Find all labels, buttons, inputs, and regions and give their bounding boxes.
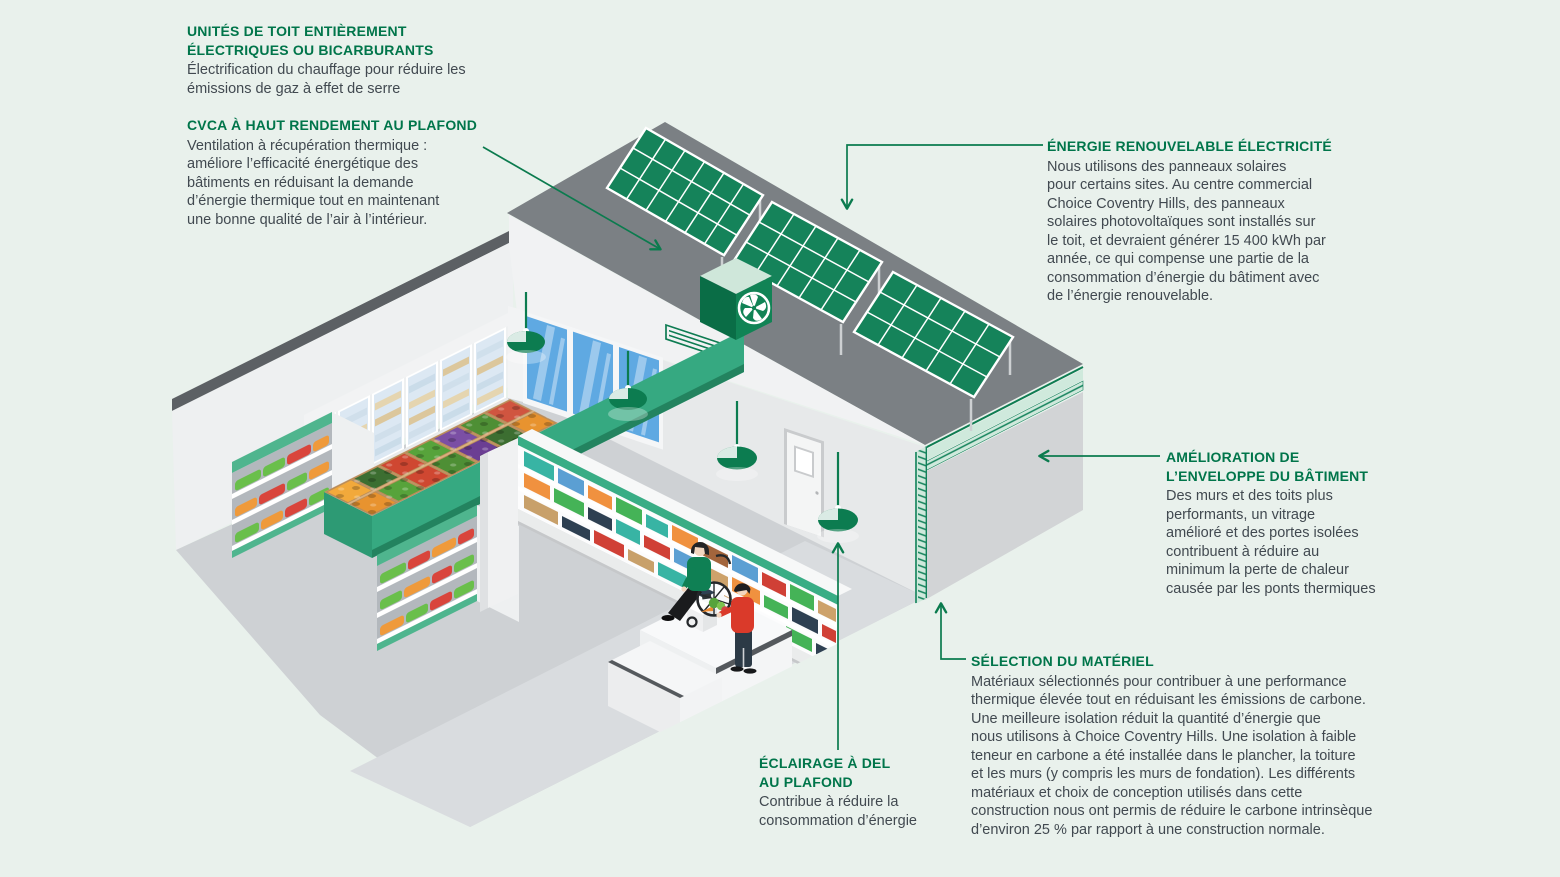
annotation-title: ÉCLAIRAGE À DEL AU PLAFOND xyxy=(759,755,891,790)
annotation-body: Des murs et des toits plus performants, … xyxy=(1166,488,1376,597)
annotation-hvac: CVCA À HAUT RENDEMENT AU PLAFOND Ventila… xyxy=(187,116,507,229)
annotation-body: Matériaux sélectionnés pour contribuer à… xyxy=(971,673,1373,838)
pendant-lamp-icon xyxy=(506,292,546,364)
rooftop-equipment xyxy=(605,126,1015,431)
annotation-title: AMÉLIORATION DE L’ENVELOPPE DU BÂTIMENT xyxy=(1166,449,1369,484)
annotation-title: UNITÉS DE TOIT ENTIÈREMENT ÉLECTRIQUES O… xyxy=(187,23,434,58)
customer xyxy=(716,583,757,674)
hvac-fan-icon xyxy=(737,291,771,325)
annotation-body: Électrification du chauffage pour réduir… xyxy=(187,62,466,97)
annotation-rooftop-units: UNITÉS DE TOIT ENTIÈREMENT ÉLECTRIQUES O… xyxy=(187,22,507,98)
insulated-wall-edge xyxy=(924,366,1084,472)
annotation-materials: SÉLECTION DU MATÉRIEL Matériaux sélectio… xyxy=(971,652,1441,839)
pendant-lamp-icon xyxy=(608,351,648,421)
solar-panel-array xyxy=(852,270,1015,431)
annotation-title: SÉLECTION DU MATÉRIEL xyxy=(971,653,1154,669)
connector-arrow-renewable xyxy=(840,144,1043,210)
solar-panel-array xyxy=(605,126,765,288)
grocery-shelf-case xyxy=(480,429,852,685)
annotation-body: Contribue à réduire la consommation d’én… xyxy=(759,794,917,829)
connector-arrow-materials xyxy=(934,602,966,660)
annotation-lighting: ÉCLAIRAGE À DEL AU PLAFOND Contribue à r… xyxy=(759,754,979,830)
annotation-body: Ventilation à récupération thermique : a… xyxy=(187,137,440,228)
solar-panel-array xyxy=(731,200,884,355)
produce-shelf xyxy=(232,411,374,558)
annotation-renewable: ÉNERGIE RENOUVELABLE ÉLECTRICITÉ Nous ut… xyxy=(1047,137,1377,306)
annotation-title: ÉNERGIE RENOUVELABLE ÉLECTRICITÉ xyxy=(1047,138,1332,154)
connector-arrows xyxy=(482,144,1160,750)
connector-arrow-hvac xyxy=(482,146,662,251)
annotation-envelope: AMÉLIORATION DE L’ENVELOPPE DU BÂTIMENT … xyxy=(1166,448,1416,598)
exterior-right-wall xyxy=(925,392,1083,600)
pendant-lamp-icon xyxy=(817,452,859,543)
door xyxy=(784,428,824,538)
rooftop-hvac-unit-icon xyxy=(700,258,772,340)
left-wall-top-edge xyxy=(172,231,509,411)
corner-post xyxy=(508,306,523,402)
insulated-wall-cut xyxy=(915,446,927,604)
pendant-lamp-icon xyxy=(716,401,758,481)
annotation-title: CVCA À HAUT RENDEMENT AU PLAFOND xyxy=(187,117,478,133)
annotation-body: Nous utilisons des panneaux solaires pou… xyxy=(1047,158,1326,305)
